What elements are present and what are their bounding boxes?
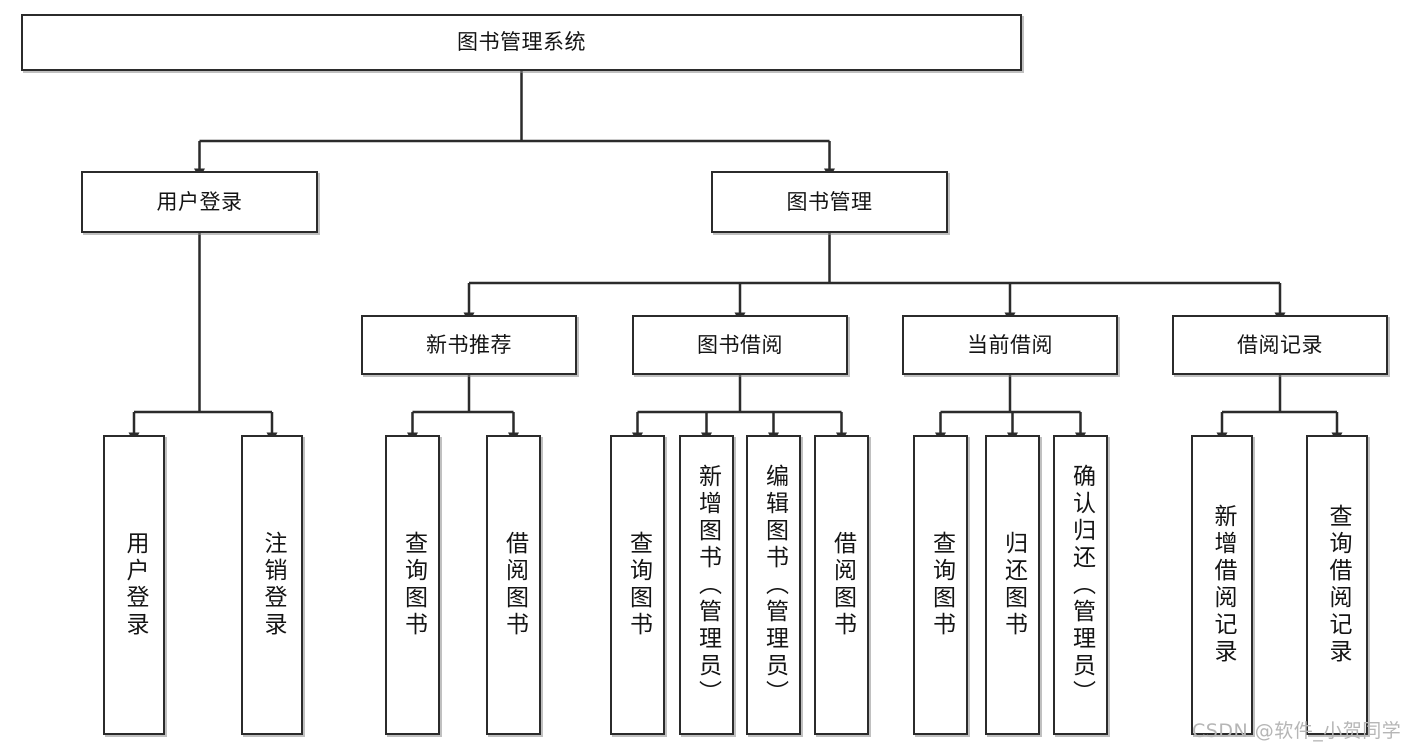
node-label: 借阅图书	[829, 531, 856, 639]
node-label: 注销登录	[259, 531, 286, 639]
node-root[interactable]: 图书管理系统	[21, 14, 1022, 71]
node-leaf-edit-book[interactable]: 编辑图书（管理员）	[746, 435, 801, 735]
node-label: 编辑图书（管理员）	[761, 463, 788, 707]
node-label: 查询借阅记录	[1324, 504, 1351, 666]
node-label: 新增借阅记录	[1209, 504, 1236, 666]
node-book-borrow[interactable]: 图书借阅	[632, 315, 848, 375]
node-label: 当前借阅	[967, 332, 1053, 357]
node-label: 查询图书	[400, 531, 427, 639]
node-book-admin[interactable]: 图书管理	[711, 171, 948, 233]
node-leaf-confirm-return[interactable]: 确认归还（管理员）	[1053, 435, 1108, 735]
node-label: 查询图书	[625, 531, 652, 639]
node-label: 图书借阅	[697, 332, 783, 357]
node-label: 用户登录	[156, 189, 243, 214]
node-current-borrow[interactable]: 当前借阅	[902, 315, 1118, 375]
node-leaf-user-logout[interactable]: 注销登录	[241, 435, 303, 735]
node-label: 图书管理系统	[457, 30, 586, 55]
node-label: 借阅图书	[501, 531, 528, 639]
node-user-login[interactable]: 用户登录	[81, 171, 318, 233]
node-leaf-query-book-1[interactable]: 查询图书	[385, 435, 440, 735]
node-label: 新增图书（管理员）	[694, 463, 721, 707]
node-leaf-borrow-book-1[interactable]: 借阅图书	[486, 435, 541, 735]
node-new-book-rec[interactable]: 新书推荐	[361, 315, 577, 375]
node-label: 查询图书	[928, 531, 955, 639]
node-label: 确认归还（管理员）	[1068, 463, 1095, 707]
node-leaf-user-login[interactable]: 用户登录	[103, 435, 165, 735]
node-leaf-query-record[interactable]: 查询借阅记录	[1306, 435, 1368, 735]
node-leaf-borrow-book-2[interactable]: 借阅图书	[814, 435, 869, 735]
node-label: 借阅记录	[1237, 332, 1323, 357]
node-label: 归还图书	[1000, 531, 1027, 639]
node-leaf-add-book[interactable]: 新增图书（管理员）	[679, 435, 734, 735]
node-label: 图书管理	[786, 189, 873, 214]
node-borrow-record[interactable]: 借阅记录	[1172, 315, 1388, 375]
node-label: 新书推荐	[426, 332, 512, 357]
node-leaf-add-record[interactable]: 新增借阅记录	[1191, 435, 1253, 735]
node-leaf-return-book[interactable]: 归还图书	[985, 435, 1040, 735]
node-leaf-query-book-2[interactable]: 查询图书	[610, 435, 665, 735]
node-leaf-query-book-3[interactable]: 查询图书	[913, 435, 968, 735]
node-label: 用户登录	[121, 531, 148, 639]
